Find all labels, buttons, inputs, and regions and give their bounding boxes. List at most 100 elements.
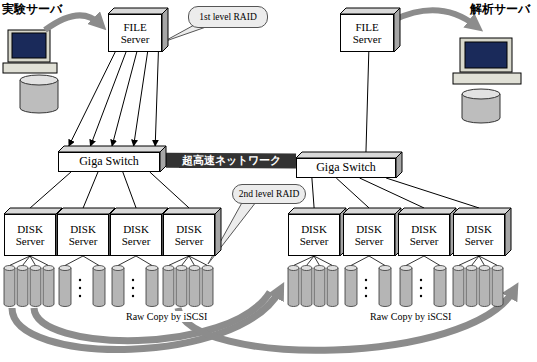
ellipsis-dot (79, 295, 81, 297)
node-text: DISK Server (163, 223, 215, 247)
network-label: 超高速ネットワーク (179, 154, 284, 168)
disk-top (466, 266, 477, 271)
network-switch: Giga Switch (58, 146, 166, 172)
disk-top (479, 266, 490, 271)
network-switch: Giga Switch (296, 152, 402, 178)
node-text: DISK Server (4, 223, 56, 247)
box-front (344, 215, 395, 256)
disk-wire (169, 256, 190, 266)
disk-cylinder (345, 268, 357, 307)
box-side (396, 152, 402, 178)
node-label-area: DISK Server (57, 214, 109, 256)
server-title: 解析サーバ (470, 1, 530, 18)
disk-cylinder (327, 268, 338, 307)
raid-callout: 1st level RAID (188, 6, 268, 28)
box-top (453, 208, 511, 214)
disk-array (4, 256, 503, 307)
monitor (8, 30, 50, 62)
connector (366, 52, 369, 152)
disk-server: DISK Server (110, 208, 168, 256)
disk-wire (314, 256, 333, 266)
local-disk (20, 75, 58, 113)
disk-wire (459, 256, 480, 266)
local-disk (462, 89, 500, 123)
disk-top (43, 266, 54, 271)
workstation-icon (453, 38, 521, 84)
disk-cylinder (202, 268, 213, 307)
box-top (4, 208, 62, 214)
disk-wire (118, 256, 136, 266)
connector (83, 172, 98, 208)
node-text: DISK Server (453, 223, 505, 247)
disk-server: DISK Server (57, 208, 115, 256)
node-text: Giga Switch (316, 161, 376, 174)
disk-cylinder (4, 268, 15, 307)
disk-top (492, 266, 503, 271)
node-label-area: FILE Server (108, 14, 162, 52)
ellipsis-dot (420, 279, 422, 281)
box-top (343, 208, 401, 214)
node-text: DISK Server (398, 223, 450, 247)
disk-cylinder (189, 268, 200, 307)
connector (123, 172, 136, 208)
connector (155, 52, 158, 146)
copy-caption: Raw Copy by iSCSI (124, 311, 209, 322)
connector (112, 52, 137, 146)
node-text: FILE Server (340, 21, 394, 45)
disk-cylinder (112, 268, 124, 307)
connector (360, 178, 425, 208)
disk-cylinder (30, 268, 41, 307)
box-side (505, 208, 511, 256)
disk-wire (472, 256, 480, 266)
box-top (108, 8, 168, 14)
box-top (58, 146, 166, 152)
box-side (394, 8, 400, 52)
disk-cylinder (314, 268, 325, 307)
ellipsis-dot (420, 287, 422, 289)
disk-server: DISK Server (453, 208, 511, 256)
node-label-area: DISK Server (288, 214, 340, 256)
ellipsis-dot (132, 279, 134, 281)
network-band (166, 153, 296, 169)
connector (134, 52, 148, 146)
node-text: DISK Server (110, 223, 162, 247)
disk-cylinder (453, 268, 464, 307)
disk-wire (10, 256, 31, 266)
box-side (162, 8, 168, 52)
node-label-area: DISK Server (110, 214, 162, 256)
disk-top (59, 266, 71, 271)
node-text: 1st level RAID (199, 12, 257, 22)
box-front (5, 215, 56, 256)
disk-top (314, 266, 325, 271)
disk-wire (182, 256, 190, 266)
disk-cylinder (400, 268, 412, 307)
disk-wire (136, 256, 152, 266)
box-front (289, 215, 340, 256)
box-top (288, 208, 346, 214)
disk-top (146, 266, 158, 271)
disk-wire (307, 256, 315, 266)
box-top (398, 208, 456, 214)
workstation-icon (3, 30, 57, 73)
box-top (163, 208, 221, 214)
disk-cylinder (379, 268, 391, 307)
disk-cylinder (301, 268, 312, 307)
node-text: DISK Server (288, 223, 340, 247)
box-front (399, 215, 450, 256)
disk-top (17, 266, 28, 271)
disk-cylinder (176, 268, 187, 307)
ellipsis-dot (420, 295, 422, 297)
pc-base (453, 73, 521, 84)
box-front (111, 215, 162, 256)
disk-cylinder (93, 268, 105, 307)
disk-top (202, 266, 213, 271)
copy-caption: Raw Copy by iSCSI (368, 311, 453, 322)
disk-wire (479, 256, 498, 266)
disk-top (163, 266, 174, 271)
disk-server: DISK Server (163, 208, 221, 256)
disk-wire (23, 256, 31, 266)
disk-top (345, 266, 357, 271)
box-front (59, 153, 160, 172)
screen (465, 42, 507, 68)
